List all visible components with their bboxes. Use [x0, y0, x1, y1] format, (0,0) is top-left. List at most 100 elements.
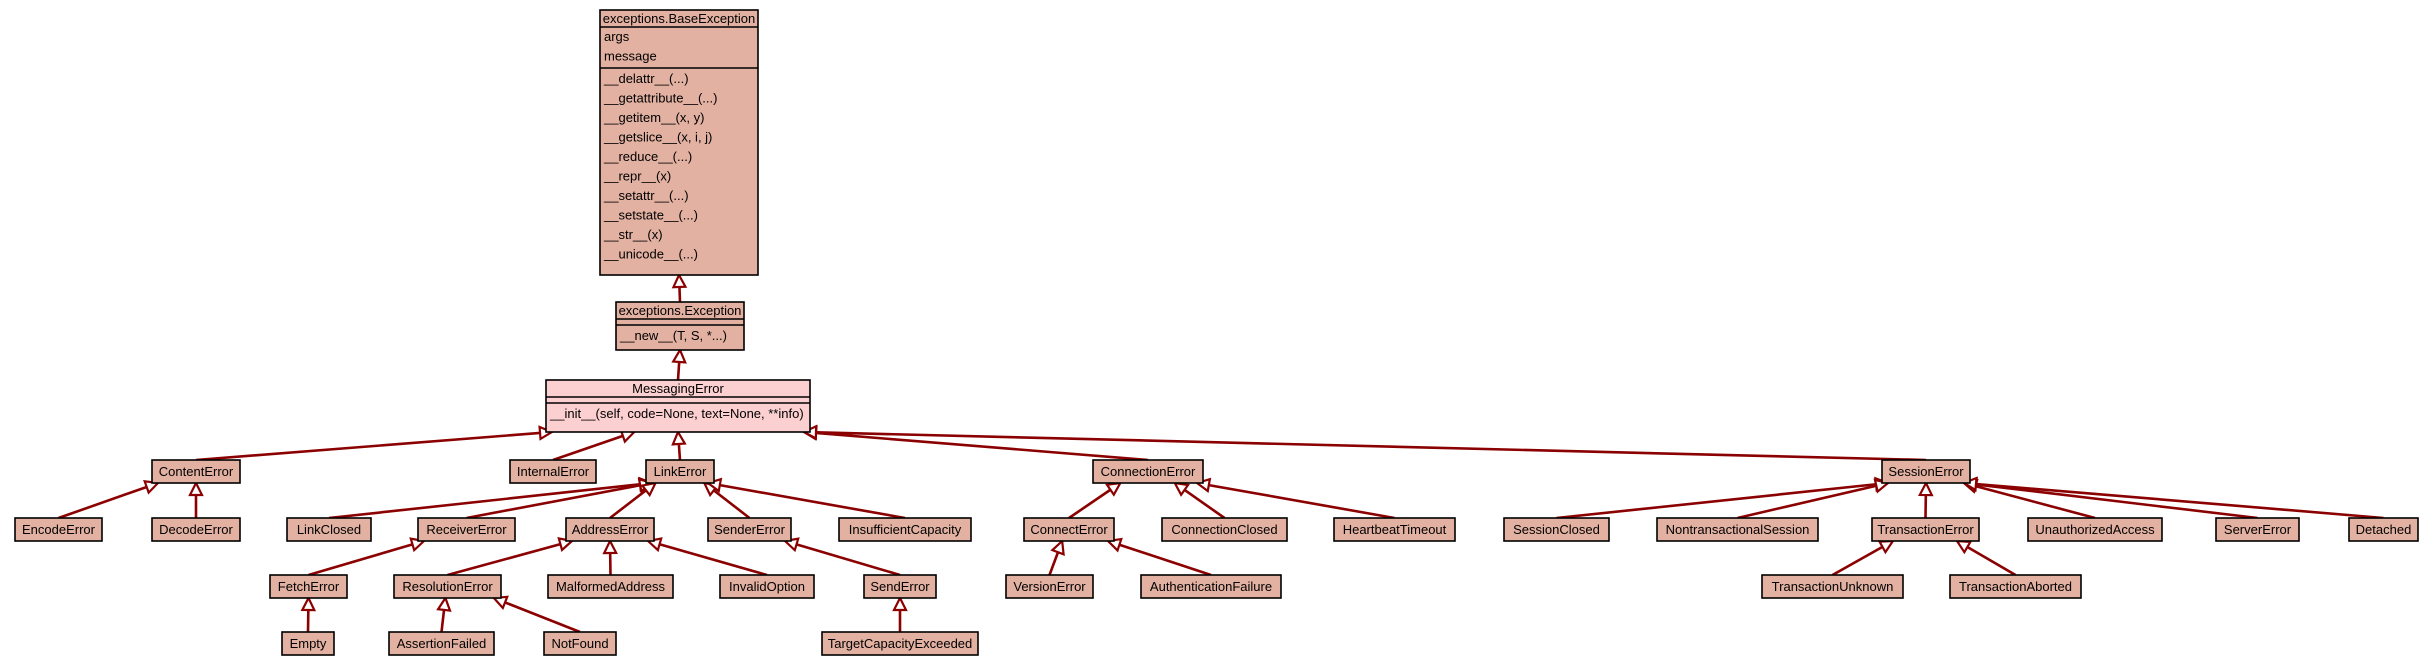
class-node-base-exception[interactable]: exceptions.BaseExceptionargsmessage__del…	[599, 9, 759, 276]
class-node-sender-error[interactable]: SenderError	[707, 517, 792, 542]
inheritance-arrowhead	[1877, 539, 1896, 555]
class-node-send-error[interactable]: SendError	[863, 574, 937, 599]
class-method: __getattribute__(...)	[603, 91, 717, 106]
inheritance-arrowhead	[1918, 480, 1934, 497]
inheritance-arrowhead	[602, 538, 618, 555]
inheritance-edge-fetch-error-to-receiver-error	[308, 537, 427, 577]
class-name: ConnectionClosed	[1171, 522, 1277, 537]
edge-line	[1831, 545, 1884, 577]
class-method: __new__(T, S, *...)	[619, 328, 727, 343]
class-node-resolution-error[interactable]: ResolutionError	[393, 574, 502, 599]
inheritance-arrowhead	[671, 429, 687, 446]
class-name: DecodeError	[159, 522, 233, 537]
class-box	[543, 631, 617, 656]
edge-line	[677, 443, 682, 461]
inheritance-arrowhead	[671, 272, 688, 289]
class-method: __reduce__(...)	[603, 149, 692, 164]
class-node-authentication-failure[interactable]: AuthenticationFailure	[1140, 574, 1282, 599]
inheritance-arrowhead	[640, 481, 658, 498]
class-box	[1140, 574, 1282, 599]
class-name: TransactionUnknown	[1772, 579, 1894, 594]
inheritance-edge-address-error-to-link-error	[609, 481, 658, 520]
class-node-connection-error[interactable]: ConnectionError	[1092, 459, 1204, 484]
class-name: UnauthorizedAccess	[2035, 522, 2155, 537]
class-node-target-capacity-exceeded[interactable]: TargetCapacityExceeded	[821, 631, 979, 656]
inheritance-edge-transaction-aborted-to-transaction-error	[1954, 539, 2017, 577]
class-node-detached[interactable]: Detached	[2348, 517, 2419, 542]
class-box	[1761, 574, 1904, 599]
edge-line	[1975, 484, 2096, 520]
class-name: InternalError	[517, 464, 590, 479]
class-node-address-error[interactable]: AddressError	[565, 517, 655, 542]
class-box	[2215, 517, 2300, 542]
class-node-exception[interactable]: exceptions.Exception__new__(T, S, *...)	[615, 301, 745, 351]
class-node-transaction-unknown[interactable]: TransactionUnknown	[1761, 574, 1904, 599]
inheritance-arrowhead	[1105, 481, 1123, 497]
class-box	[719, 574, 815, 599]
class-name: AssertionFailed	[397, 636, 487, 651]
class-name: Empty	[290, 636, 327, 651]
edge-line	[678, 286, 682, 303]
class-node-connect-error[interactable]: ConnectError	[1023, 517, 1115, 542]
class-box	[1161, 517, 1288, 542]
class-node-version-error[interactable]: VersionError	[1005, 574, 1094, 599]
class-node-nontransactional-session[interactable]: NontransactionalSession	[1656, 517, 1819, 542]
class-node-link-closed[interactable]: LinkClosed	[286, 517, 372, 542]
class-node-empty[interactable]: Empty	[281, 631, 335, 656]
class-node-decode-error[interactable]: DecodeError	[151, 517, 241, 542]
class-node-transaction-aborted[interactable]: TransactionAborted	[1949, 574, 2082, 599]
class-node-internal-error[interactable]: InternalError	[509, 459, 597, 484]
class-node-messaging-error[interactable]: MessagingError__init__(self, code=None, …	[545, 379, 811, 433]
class-node-not-found[interactable]: NotFound	[543, 631, 617, 656]
class-node-receiver-error[interactable]: ReceiverError	[417, 517, 516, 542]
inheritance-edge-malformed-address-to-address-error	[602, 538, 618, 576]
class-box	[14, 517, 103, 542]
inheritance-edge-target-capacity-exceeded-to-send-error	[892, 595, 908, 632]
class-node-server-error[interactable]: ServerError	[2215, 517, 2300, 542]
edge-line	[815, 430, 1927, 462]
edge-line	[466, 483, 641, 520]
class-name: SessionClosed	[1513, 522, 1600, 537]
edge-line	[1068, 488, 1112, 520]
class-node-connection-closed[interactable]: ConnectionClosed	[1161, 517, 1288, 542]
class-node-heartbeat-timeout[interactable]: HeartbeatTimeout	[1333, 517, 1456, 542]
class-node-unauthorized-access[interactable]: UnauthorizedAccess	[2027, 517, 2163, 542]
class-node-link-error[interactable]: LinkError	[645, 459, 715, 484]
class-node-encode-error[interactable]: EncodeError	[14, 517, 103, 542]
class-box	[417, 517, 516, 542]
class-name: TransactionError	[1877, 522, 1974, 537]
class-box	[1333, 517, 1456, 542]
class-name: NontransactionalSession	[1666, 522, 1810, 537]
edge-line	[659, 543, 768, 577]
class-name: SendError	[870, 579, 930, 594]
class-node-invalid-option[interactable]: InvalidOption	[719, 574, 815, 599]
class-node-transaction-error[interactable]: TransactionError	[1871, 517, 1980, 542]
edge-line	[195, 431, 541, 462]
class-box	[1656, 517, 1819, 542]
inheritance-edge-invalid-option-to-address-error	[645, 537, 768, 577]
class-node-session-closed[interactable]: SessionClosed	[1503, 517, 1610, 542]
class-box	[599, 9, 759, 276]
class-box	[151, 459, 241, 484]
inheritance-edge-not-found-to-resolution-error	[491, 595, 581, 634]
class-node-fetch-error[interactable]: FetchError	[269, 574, 348, 599]
class-node-content-error[interactable]: ContentError	[151, 459, 241, 484]
class-nodes: exceptions.BaseExceptionargsmessage__del…	[14, 9, 2419, 656]
class-node-assertion-failed[interactable]: AssertionFailed	[388, 631, 495, 656]
class-box	[547, 574, 674, 599]
edge-line	[796, 543, 901, 577]
class-node-session-error[interactable]: SessionError	[1881, 459, 1971, 484]
inheritance-edge-content-error-to-messaging-error	[195, 425, 555, 462]
class-node-malformed-address[interactable]: MalformedAddress	[547, 574, 674, 599]
class-name: Detached	[2356, 522, 2412, 537]
inheritance-edge-empty-to-fetch-error	[300, 595, 317, 633]
inheritance-edge-server-error-to-session-error	[1961, 476, 2258, 520]
class-box	[393, 574, 502, 599]
class-name: InsufficientCapacity	[849, 522, 962, 537]
class-name: AuthenticationFailure	[1150, 579, 1272, 594]
class-name: ConnectError	[1030, 522, 1108, 537]
edge-line	[676, 361, 681, 381]
edge-line	[447, 542, 561, 577]
inheritance-edge-session-closed-to-session-error	[1556, 476, 1891, 520]
class-node-insufficient-capacity[interactable]: InsufficientCapacity	[838, 517, 972, 542]
